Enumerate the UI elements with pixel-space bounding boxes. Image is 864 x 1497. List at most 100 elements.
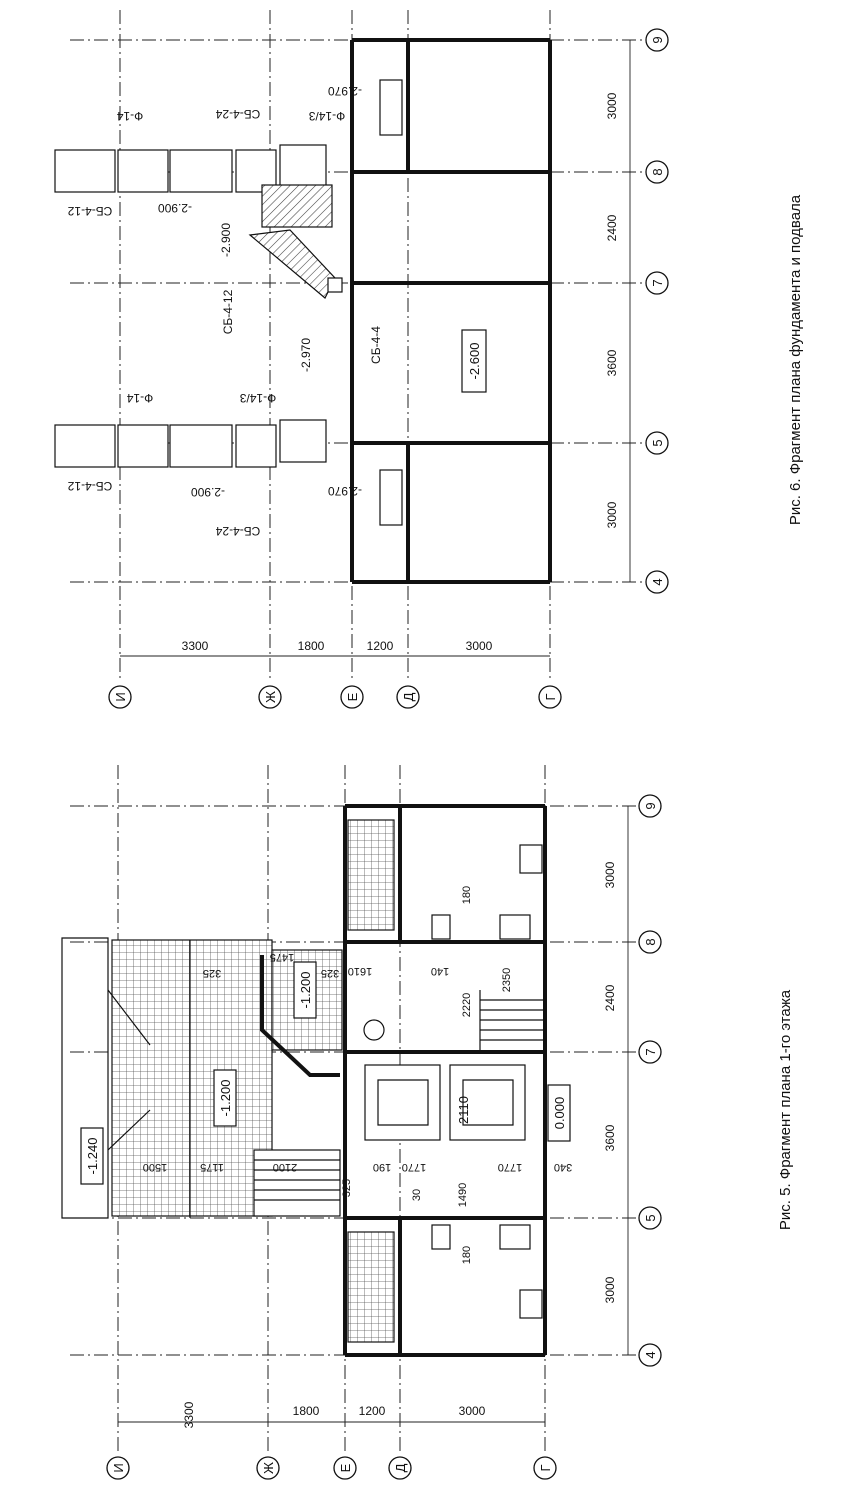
- fig5-col-bubbles: 4 5 7 8 9 3000 3600 2400 3000: [603, 794, 662, 1367]
- fig6-col-bubbles: 4 5 7 8 9 3000 3600 2400 3000: [605, 28, 669, 594]
- fig6-mark: СБ-4-24: [215, 524, 260, 538]
- svg-text:1475: 1475: [270, 951, 294, 963]
- fig5-stove-bottom: [431, 1224, 451, 1250]
- svg-text:8: 8: [650, 168, 665, 175]
- fig6-sump: [379, 79, 403, 136]
- svg-text:30: 30: [411, 1189, 423, 1201]
- fig5-wall-block-top: [347, 819, 395, 931]
- fig6-walls: [350, 38, 552, 584]
- fig5-stair-dims: 1500 1175 2100 325 190 1770 30 1490 1770…: [143, 1161, 572, 1207]
- svg-text:1770: 1770: [498, 1161, 522, 1173]
- svg-text:Д: Д: [393, 1463, 408, 1472]
- svg-text:1500: 1500: [143, 1161, 167, 1173]
- fig6-mark: -2.900: [158, 201, 192, 215]
- fig6-sump: [379, 469, 403, 526]
- fig6-col-bubble: 7: [645, 271, 669, 295]
- fig5-row-span: 3300: [182, 1401, 196, 1428]
- fig5-row-bubble: Е: [333, 1456, 357, 1480]
- fig6-column: [327, 277, 343, 293]
- svg-text:340: 340: [554, 1161, 572, 1173]
- fig6-row-bubbles: И Ж Е Д Г 3300 1800 1200 3000: [108, 639, 562, 709]
- fig6-mark: -2.900: [219, 223, 233, 257]
- fig5-stair-wall: [260, 955, 340, 1077]
- fig5-col-bubble: 5: [638, 1206, 662, 1230]
- fig6-mark: -2.900: [191, 485, 225, 499]
- fig5-bay-outline: [61, 937, 109, 1219]
- fig6-mark: СБ-4-12: [221, 289, 235, 334]
- svg-text:180: 180: [461, 886, 473, 904]
- fig6-block-row: [169, 149, 233, 193]
- fig5-walls: [343, 804, 547, 1357]
- svg-text:325: 325: [341, 1179, 353, 1197]
- fig5-level: -1.200: [298, 972, 313, 1009]
- fig6-row-span: 3300: [182, 639, 209, 653]
- svg-text:8: 8: [643, 938, 658, 945]
- fig5-floor-plan: [61, 765, 640, 1455]
- fig6-row-bubble: И: [108, 685, 132, 709]
- fig5-row-bubble: Г: [533, 1456, 557, 1480]
- fig6-mark: СБ-4-24: [215, 107, 260, 121]
- svg-text:Ж: Ж: [263, 691, 278, 703]
- fig6-col-span: 3000: [605, 92, 619, 119]
- fig5-col-span: 3600: [603, 1124, 617, 1151]
- fig6-mark: -2.970: [299, 338, 313, 372]
- fig5-row-span: 3000: [459, 1404, 486, 1418]
- fig5-row-span: 1800: [293, 1404, 320, 1418]
- fig6-row-span: 3000: [466, 639, 493, 653]
- fig6-col-bubble: 5: [645, 431, 669, 455]
- fig5-col-bubble: 7: [638, 1040, 662, 1064]
- fig5-row-bubbles: И Ж Е Д Г 3300 1800 1200 3000: [106, 1401, 557, 1480]
- svg-text:2100: 2100: [273, 1161, 297, 1173]
- fig5-stove-top: [431, 914, 451, 940]
- fig6-col-bubble: 8: [645, 160, 669, 184]
- fig5-col-bubble: 9: [638, 794, 662, 818]
- fig6-block-row: [279, 144, 327, 188]
- fig6-mark: Ф-14: [126, 391, 153, 405]
- fig5-bath-top: [519, 844, 543, 874]
- fig6-mark: СБ-4-12: [67, 204, 112, 218]
- fig5-room-dims: 180 180 1475 325 325 1610 140 2350 2220 …: [203, 886, 513, 1264]
- svg-text:Е: Е: [345, 692, 360, 701]
- svg-text:4: 4: [650, 578, 665, 585]
- fig5-col-bubble: 8: [638, 930, 662, 954]
- fig6-col-span: 3000: [605, 501, 619, 528]
- fig6-row-span: 1800: [298, 639, 325, 653]
- fig6-mark: Ф-14/3: [239, 391, 276, 405]
- svg-text:4: 4: [643, 1351, 658, 1358]
- svg-text:1770: 1770: [402, 1161, 426, 1173]
- fig5-loggia: [111, 939, 273, 1217]
- svg-text:Г: Г: [543, 693, 558, 700]
- fig6-level-box: [461, 329, 487, 393]
- svg-text:7: 7: [643, 1048, 658, 1055]
- svg-text:Д: Д: [401, 692, 416, 701]
- fig5-wall-block-bottom: [347, 1231, 395, 1343]
- svg-text:7: 7: [650, 279, 665, 286]
- fig6-mark: -2.970: [328, 84, 362, 98]
- fig6-stair-foundation: [261, 184, 333, 228]
- svg-text:1490: 1490: [457, 1183, 469, 1207]
- fig5-lift-cars: [377, 1079, 514, 1126]
- fig6-mark: Ф-14: [116, 109, 143, 123]
- fig6-block-row: [169, 424, 233, 468]
- fig6-col-bubble: 4: [645, 570, 669, 594]
- fig6-level: -2.600: [467, 343, 482, 380]
- svg-text:И: И: [113, 692, 128, 701]
- fig5-level: -1.240: [85, 1138, 100, 1175]
- fig6-mark: СБ-4-4: [369, 326, 383, 364]
- fig6-col-bubble: 9: [645, 28, 669, 52]
- fig5-stair-treads: [254, 1159, 340, 1201]
- fig5-col-bubble: 4: [638, 1343, 662, 1367]
- fig5-bath-bottom: [519, 1289, 543, 1319]
- fig6-mark: -2.970: [328, 484, 362, 498]
- fig6-foundation-plan: [54, 10, 645, 680]
- svg-text:1175: 1175: [200, 1161, 224, 1173]
- fig5-lift-1: [364, 1064, 441, 1141]
- fig5-row-bubble: И: [106, 1456, 130, 1480]
- fig5-level: 0.000: [552, 1097, 567, 1130]
- fig6-mark: СБ-4-12: [67, 479, 112, 493]
- fig5-bay-lines: [107, 940, 191, 1218]
- fig5-col-span: 3000: [603, 861, 617, 888]
- fig6-block-row: [54, 149, 116, 193]
- fig5-col-span: 2400: [603, 984, 617, 1011]
